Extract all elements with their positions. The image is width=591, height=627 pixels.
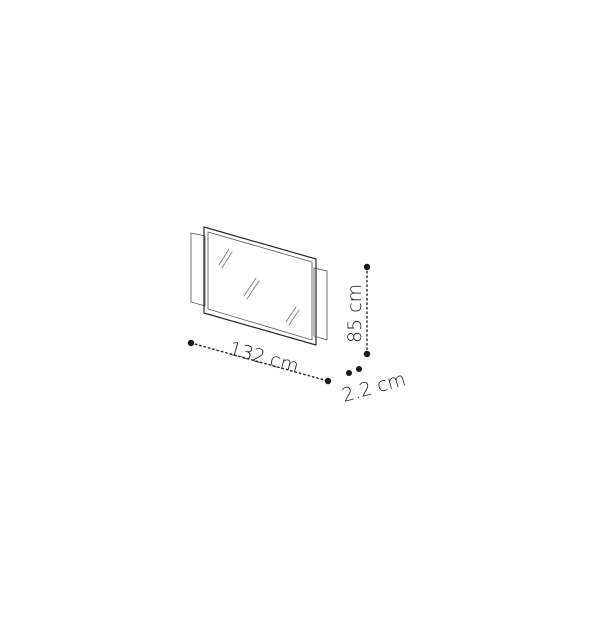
width-label: 132 cm — [227, 338, 302, 378]
depth-end-dot — [356, 366, 362, 372]
mirror-back-panel — [190, 232, 328, 341]
depth-start-dot — [346, 370, 352, 376]
width-end-dot — [324, 377, 332, 385]
height-top-dot — [363, 263, 371, 271]
mirror-glare-icon — [218, 248, 300, 326]
height-label: 85 cm — [344, 284, 366, 343]
width-start-dot — [187, 339, 195, 347]
mirror-frame — [203, 226, 317, 346]
width-dimension: 132 cm — [187, 338, 332, 385]
height-bottom-dot — [363, 350, 371, 358]
height-dimension: 85 cm — [344, 263, 371, 358]
depth-dimension: 2.2 cm — [339, 366, 408, 407]
